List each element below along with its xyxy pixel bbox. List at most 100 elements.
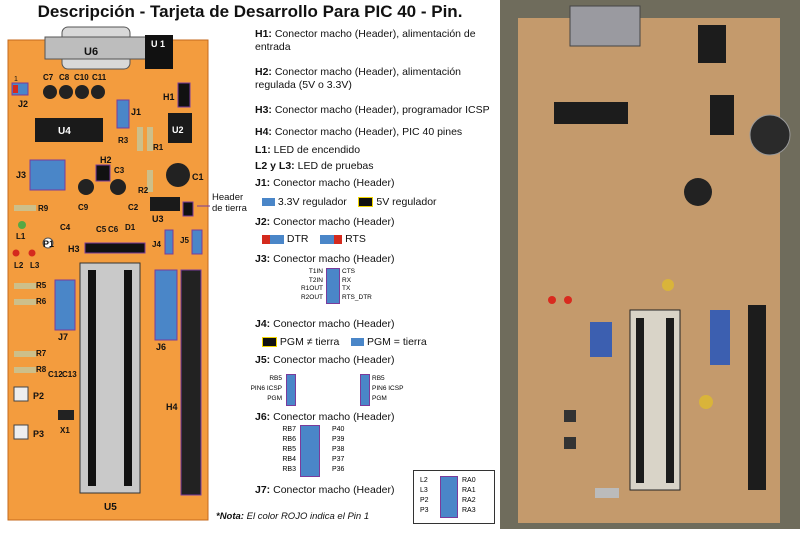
svg-text:H3: H3 [68,244,80,254]
svg-text:P3: P3 [33,429,44,439]
svg-text:P1: P1 [43,239,54,249]
desc-j7: J7: Conector macho (Header) [255,484,395,496]
capacitors-c7-c11 [43,85,105,99]
svg-text:J6: J6 [156,342,166,352]
desc-j4: J4: Conector macho (Header) [255,318,395,330]
svg-text:C9: C9 [78,203,89,212]
header-j7 [54,279,76,331]
svg-text:C13: C13 [62,370,77,379]
svg-text:1: 1 [14,76,18,83]
svg-text:C4: C4 [60,223,71,232]
desc-h4: H4: Conector macho (Header), PIC 40 pine… [255,126,463,138]
board-photo-drawing [500,0,800,529]
svg-text:R7: R7 [36,349,47,358]
svg-text:C5: C5 [96,225,107,234]
svg-text:J3: J3 [16,170,26,180]
pushbutton-p3 [13,424,29,440]
svg-text:R3: R3 [118,136,129,145]
header-j3 [29,159,66,191]
svg-text:U2: U2 [172,125,184,135]
svg-text:H1: H1 [163,92,175,102]
header-h2 [95,164,111,182]
j5-icon-a [286,374,296,406]
header-h1 [177,82,191,108]
svg-text:J1: J1 [131,107,141,117]
svg-text:U5: U5 [104,502,117,513]
power-jack-u1 [145,35,173,69]
diagram-panel: Descripción - Tarjeta de Desarrollo Para… [7,2,495,524]
svg-text:C10: C10 [74,73,89,82]
j3-header-icon [326,268,340,304]
chip-u4 [35,118,103,142]
svg-text:C2: C2 [128,203,139,212]
svg-text:R6: R6 [36,297,47,306]
header-tierra-label: Header de tierra [212,192,247,214]
label-u6: U6 [84,46,98,58]
svg-text:H4: H4 [166,402,178,412]
svg-text:P2: P2 [33,391,44,401]
j2-options: DTR RTS [262,233,366,246]
board-photo [500,0,800,529]
svg-text:L3: L3 [30,261,40,270]
diagram-title: Descripción - Tarjeta de Desarrollo Para… [37,2,463,21]
svg-text:D1: D1 [125,223,136,232]
svg-text:C11: C11 [92,73,107,82]
led-l1 [18,221,26,229]
svg-text:C7: C7 [43,73,54,82]
svg-text:R9: R9 [38,204,49,213]
svg-text:C1: C1 [192,172,204,182]
desc-j1: J1: Conector macho (Header) [255,177,395,189]
regulator-u2 [168,113,192,143]
svg-text:L1: L1 [16,232,26,241]
svg-text:J5: J5 [180,236,189,245]
desc-l2-l3: L2 y L3: LED de pruebas [255,160,374,172]
board-illustration: U6 U 1 1 J2 C7 C8 C10 C11 H1 U4 J1 U2 R3 [7,26,210,521]
header-h3 [84,242,146,254]
desc-j3: J3: Conector macho (Header) [255,253,395,265]
svg-text:C12: C12 [48,370,63,379]
desc-l1: L1: LED de encendido [255,144,361,156]
svg-text:C8: C8 [59,73,70,82]
header-tierra [182,201,194,217]
svg-text:X1: X1 [60,426,70,435]
desc-h2: H2: Conector macho (Header), alimentació… [255,66,462,91]
header-j1 [116,99,130,129]
svg-text:H2: H2 [100,155,112,165]
svg-text:U4: U4 [58,126,71,137]
footnote: *Nota: El color ROJO indica el Pin 1 [216,511,370,522]
crystal-x1 [58,410,74,420]
desc-j5: J5: Conector macho (Header) [255,354,395,366]
j6-header-icon [300,425,320,477]
desc-h3: H3: Conector macho (Header), programador… [255,104,490,116]
header-h4 [180,269,202,496]
svg-text:L2: L2 [14,261,24,270]
svg-text:C3: C3 [114,166,125,175]
pushbutton-p1 [42,237,54,249]
desc-h1: H1: Conector macho (Header), alimentació… [255,28,476,53]
svg-text:R2: R2 [138,186,149,195]
svg-text:C6: C6 [108,225,119,234]
desc-j2: J2: Conector macho (Header) [255,216,395,228]
svg-text:R1: R1 [153,143,164,152]
j1-options: 3.3V regulador 5V regulador [262,196,437,209]
svg-text:R8: R8 [36,365,47,374]
pushbutton-p2 [13,386,29,402]
regulator-u3 [150,197,180,211]
desc-j6: J6: Conector macho (Header) [255,411,395,423]
svg-text:J7: J7 [58,332,68,342]
svg-text:U 1: U 1 [151,39,165,49]
svg-text:R5: R5 [36,281,47,290]
svg-text:U3: U3 [152,214,164,224]
header-j4 [164,229,174,255]
svg-text:J2: J2 [18,99,28,109]
header-j5 [191,229,203,255]
svg-text:J4: J4 [152,240,161,249]
j5-icon-b [360,374,370,406]
